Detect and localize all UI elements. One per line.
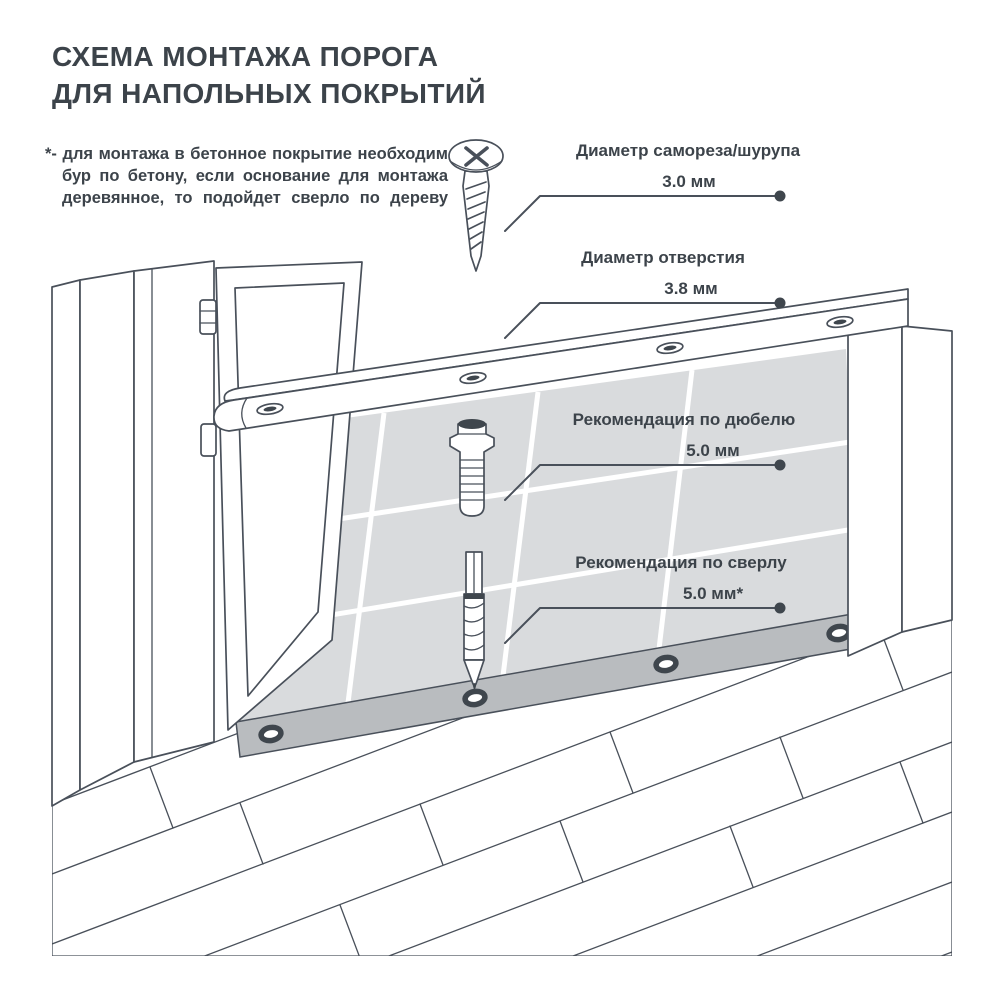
floor-hole	[653, 654, 679, 674]
footnote: *- для монтажа в бетонное покрытие необх…	[45, 145, 448, 208]
wall-plug-illustration	[449, 419, 495, 517]
callout-hole-diameter-value: 3.8 мм	[664, 279, 718, 298]
tile-floor-illustration	[230, 349, 858, 723]
callout-dot	[774, 602, 786, 614]
floor-hole	[462, 688, 488, 708]
profile-hole	[256, 402, 284, 416]
callout-hole-diameter-label: Диаметр отверстия	[581, 248, 745, 267]
plank-floor-illustration	[52, 598, 952, 956]
profile-hole	[656, 341, 684, 355]
callout-screw-diameter-label: Диаметр самореза/шурупа	[576, 141, 801, 160]
callout-dot	[774, 190, 786, 202]
door-jamb-right	[847, 325, 953, 657]
callout-dowel-value: 5.0 мм	[686, 441, 740, 460]
callout-screw-diameter-value: 3.0 мм	[662, 172, 716, 191]
floor-hole	[826, 623, 852, 643]
screw-illustration	[448, 139, 504, 272]
threshold-profile-illustration	[213, 288, 909, 432]
hinge-lower	[200, 423, 217, 457]
callout-dot	[774, 297, 786, 309]
page-title: СХЕМА МОНТАЖА ПОРОГА ДЛЯ НАПОЛЬНЫХ ПОКРЫ…	[52, 38, 486, 112]
page-title-line1: СХЕМА МОНТАЖА ПОРОГА	[52, 41, 439, 72]
page-title-line2: ДЛЯ НАПОЛЬНЫХ ПОКРЫТИЙ	[52, 78, 486, 109]
profile-hole	[826, 315, 854, 329]
hinge-upper	[199, 299, 217, 335]
callout-drill-value: 5.0 мм*	[683, 584, 744, 603]
callout-screw-diameter: Диаметр самореза/шурупа 3.0 мм	[504, 141, 801, 232]
phillips-cross-icon	[464, 146, 489, 167]
callout-drill: Рекомендация по сверлу 5.0 мм*	[504, 553, 787, 644]
door-frame-illustration	[51, 260, 217, 807]
callout-dot	[774, 459, 786, 471]
profile-hole	[459, 371, 487, 385]
callout-drill-label: Рекомендация по сверлу	[575, 553, 787, 572]
callout-dowel-label: Рекомендация по дюбелю	[573, 410, 796, 429]
floor-hole	[258, 724, 284, 744]
callout-hole-diameter: Диаметр отверстия 3.8 мм	[504, 248, 786, 339]
drill-bit-illustration	[463, 551, 485, 692]
callout-dowel: Рекомендация по дюбелю 5.0 мм	[504, 410, 796, 501]
